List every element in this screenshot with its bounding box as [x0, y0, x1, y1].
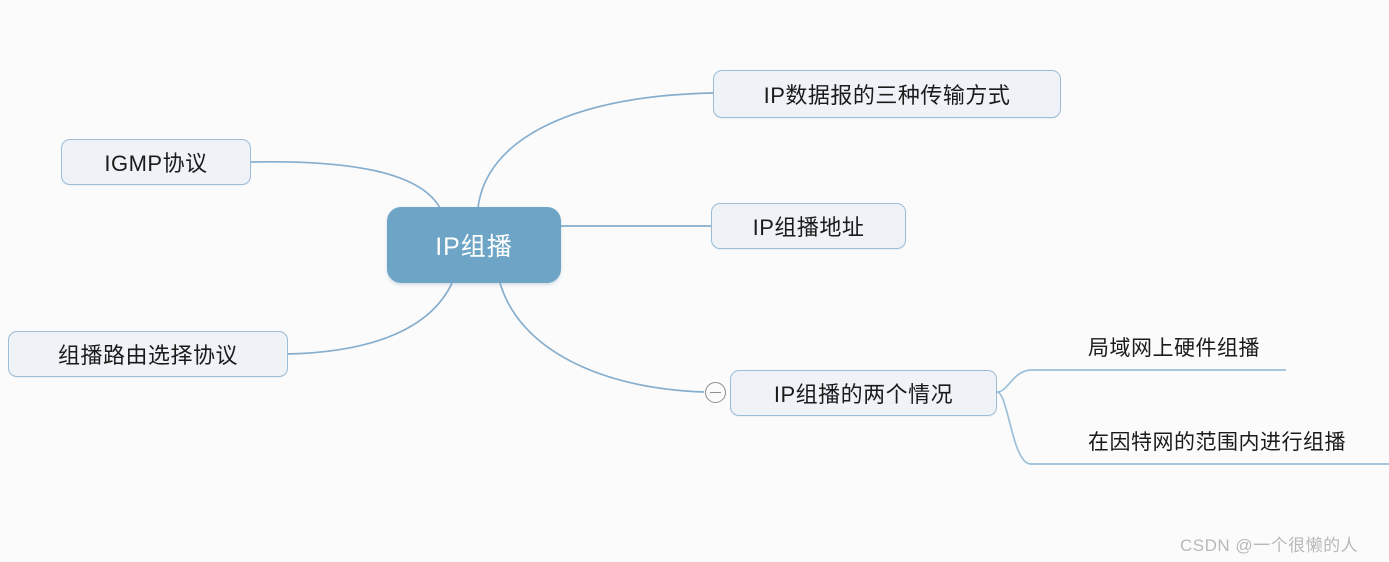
- collapse-toggle-two-cases-icon[interactable]: [705, 382, 726, 403]
- root-node-ip-multicast[interactable]: IP组播: [387, 207, 561, 283]
- edge-root-to-routing-protocol: [287, 282, 453, 355]
- edge-root-to-two-cases: [499, 282, 705, 393]
- node-label: IGMP协议: [104, 151, 208, 176]
- node-multicast-routing-protocol[interactable]: 组播路由选择协议: [8, 331, 288, 377]
- node-label: 组播路由选择协议: [57, 343, 238, 368]
- node-ip-datagram-transmission[interactable]: IP数据报的三种传输方式: [713, 70, 1061, 118]
- edge-root-to-igmp: [250, 160, 441, 209]
- node-ip-multicast-address[interactable]: IP组播地址: [711, 203, 906, 249]
- edge-two-cases-to-lan-multicast: [996, 369, 1286, 393]
- leaf-internet-scope-multicast[interactable]: 在因特网的范围内进行组播: [1088, 431, 1346, 454]
- node-label: IP数据报的三种传输方式: [763, 83, 1011, 108]
- node-label: IP组播的两个情况: [773, 382, 954, 407]
- node-igmp-protocol[interactable]: IGMP协议: [61, 139, 251, 185]
- edge-root-to-ip-datagram: [477, 92, 714, 209]
- root-node-label: IP组播: [435, 233, 513, 261]
- node-label: IP组播地址: [752, 215, 865, 240]
- leaf-lan-hardware-multicast[interactable]: 局域网上硬件组播: [1088, 337, 1260, 360]
- minus-icon: [710, 391, 721, 394]
- node-ip-multicast-two-cases[interactable]: IP组播的两个情况: [730, 370, 997, 416]
- csdn-watermark: CSDN @一个很懒的人: [1180, 536, 1359, 555]
